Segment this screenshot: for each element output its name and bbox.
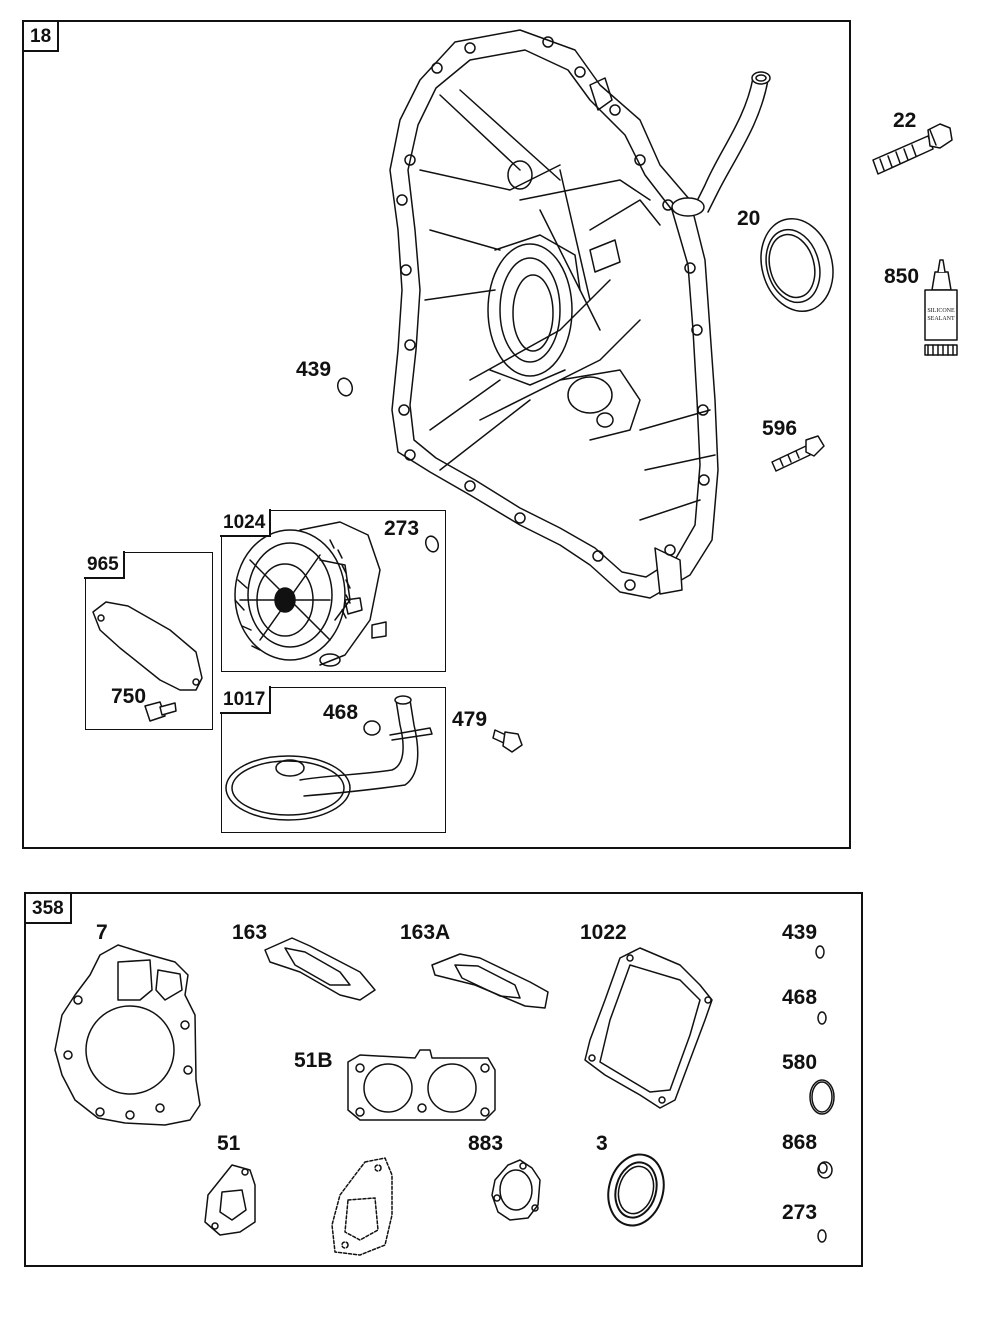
callout-22: 22 xyxy=(893,109,917,132)
dipstick-tube[interactable] xyxy=(672,72,770,216)
o-ring-468-bottom[interactable] xyxy=(818,1012,826,1024)
callout-20: 20 xyxy=(737,207,761,230)
plug-868[interactable] xyxy=(818,1162,832,1178)
callout-468-top: 468 xyxy=(323,701,359,724)
callout-439-top: 439 xyxy=(296,358,332,381)
flange-bolt-22[interactable] xyxy=(873,124,952,174)
callout-750: 750 xyxy=(111,685,147,708)
callout-51: 51 xyxy=(217,1132,241,1155)
callout-163: 163 xyxy=(232,921,268,944)
callout-51b: 51B xyxy=(294,1049,333,1072)
oil-seal-3[interactable] xyxy=(601,1148,672,1232)
o-ring-468-top[interactable] xyxy=(364,721,380,735)
sealant-tube-850[interactable] xyxy=(925,260,957,355)
callout-273-bottom: 273 xyxy=(782,1201,818,1224)
screw-479[interactable] xyxy=(493,730,522,752)
o-ring-273-top[interactable] xyxy=(424,534,441,553)
intake-gasket-163a[interactable] xyxy=(432,954,548,1008)
group-358-frame: 358 xyxy=(24,892,863,1267)
callout-596: 596 xyxy=(762,417,798,440)
callout-1022: 1022 xyxy=(580,921,627,944)
rocker-cover-gasket-1022[interactable] xyxy=(585,948,712,1108)
screw-750[interactable] xyxy=(145,702,176,721)
gasket-51b[interactable] xyxy=(348,1050,495,1120)
oil-pickup-1017[interactable] xyxy=(226,696,432,820)
subgroup-965-ref: 965 xyxy=(84,551,125,579)
group-18-ref: 18 xyxy=(22,20,60,52)
sealant-tube-text-line1: SILICONE xyxy=(927,308,955,314)
gasket-51[interactable] xyxy=(205,1165,255,1235)
callout-468-bottom: 468 xyxy=(782,986,818,1009)
subgroup-1024-ref: 1024 xyxy=(220,509,272,537)
subgroup-1017-ref: 1017 xyxy=(220,686,272,714)
callout-850: 850 xyxy=(884,265,920,288)
group-18-frame: 18 xyxy=(22,20,851,849)
callout-580: 580 xyxy=(782,1051,818,1074)
head-gasket-7[interactable] xyxy=(55,945,200,1125)
gasket-883[interactable] xyxy=(492,1160,540,1220)
exhaust-gasket-163[interactable] xyxy=(265,938,375,1000)
callout-883: 883 xyxy=(468,1132,504,1155)
callout-163a: 163A xyxy=(400,921,451,944)
o-ring-273-bottom[interactable] xyxy=(818,1230,826,1242)
oil-pump-1024[interactable] xyxy=(235,522,386,666)
o-ring-439-top[interactable] xyxy=(335,376,354,398)
subgroup-965-frame: 965 xyxy=(84,551,213,730)
callout-273-top: 273 xyxy=(384,517,420,540)
o-ring-580[interactable] xyxy=(810,1080,834,1114)
gasket-dashed[interactable] xyxy=(332,1158,392,1255)
cover-gasket-965[interactable] xyxy=(93,602,202,690)
sealant-tube-text-line2: SEALANT xyxy=(927,316,955,322)
subgroup-1017-frame: 1017 xyxy=(220,686,446,833)
screw-596[interactable] xyxy=(772,436,824,471)
callout-7: 7 xyxy=(96,921,108,944)
o-ring-439-bottom[interactable] xyxy=(816,946,824,958)
crankcase-cover[interactable] xyxy=(390,30,718,598)
group-358-ref: 358 xyxy=(24,892,72,924)
callout-439-bottom: 439 xyxy=(782,921,818,944)
oil-seal-20[interactable] xyxy=(751,211,843,320)
subgroup-1024-frame: 1024 xyxy=(220,509,446,672)
callout-868: 868 xyxy=(782,1131,818,1154)
callout-3: 3 xyxy=(596,1132,608,1155)
callout-479: 479 xyxy=(452,708,488,731)
